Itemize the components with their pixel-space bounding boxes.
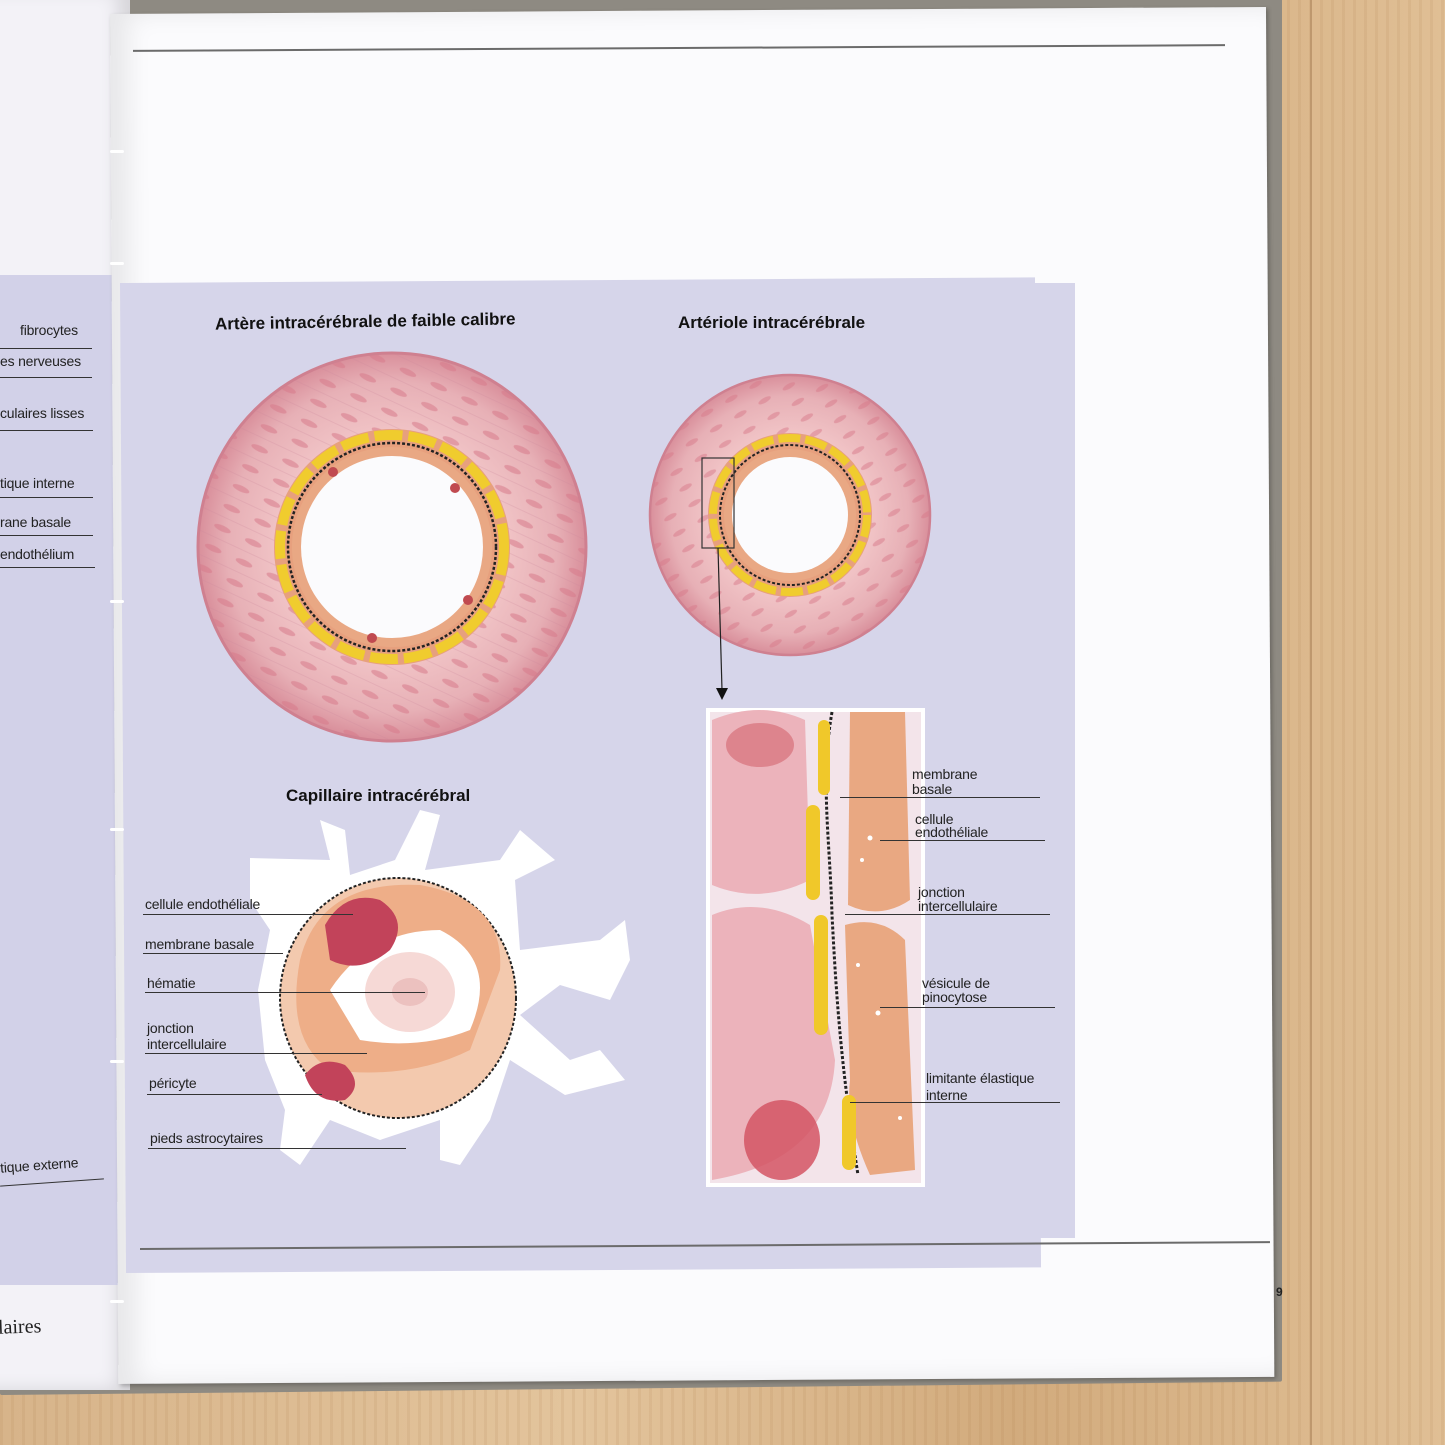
detail-label-line bbox=[850, 1102, 1060, 1103]
capillary-cross-section bbox=[250, 810, 630, 1165]
detail-label-line bbox=[880, 840, 1045, 841]
left-label-fibrocytes: fibrocytes bbox=[20, 322, 78, 338]
title-arteriole: Artériole intracérébrale bbox=[678, 313, 866, 332]
page-number: 9 bbox=[1276, 1285, 1283, 1299]
binding-stitch bbox=[110, 600, 124, 603]
binding-stitch bbox=[110, 1060, 124, 1063]
left-label-endothelium: endothélium bbox=[0, 546, 75, 562]
left-label-line bbox=[0, 497, 93, 498]
wood-plank-seam bbox=[1310, 0, 1312, 1445]
left-label-fibres-nerveuses: es nerveuses bbox=[0, 353, 81, 369]
binding-stitch bbox=[110, 1300, 124, 1303]
detail-label-interne: interne bbox=[926, 1087, 968, 1103]
label-cellule-endotheliale: cellule endothéliale bbox=[145, 896, 261, 912]
detail-label-limitante: limitante élastique bbox=[926, 1070, 1035, 1086]
binding-stitch bbox=[110, 262, 124, 265]
label-line bbox=[147, 1094, 322, 1095]
left-label-line bbox=[0, 567, 95, 568]
label-pieds-astrocytaires: pieds astrocytaires bbox=[150, 1130, 263, 1146]
label-line bbox=[143, 914, 353, 915]
left-label-line bbox=[0, 377, 92, 378]
detail-label-line bbox=[845, 914, 1050, 915]
left-label-line bbox=[0, 348, 92, 349]
left-label-limitante-interne: tique interne bbox=[0, 475, 75, 491]
illustration-panel-edge bbox=[1030, 283, 1075, 1238]
left-label-line bbox=[0, 535, 93, 536]
detail-label-jonction: jonction bbox=[918, 884, 965, 900]
label-line bbox=[148, 1148, 406, 1149]
detail-label-vesicule: vésicule de bbox=[922, 975, 990, 991]
arteriole-cross-section bbox=[648, 373, 932, 700]
detail-label-line bbox=[880, 1007, 1055, 1008]
left-label-cellules-musculaires: culaires lisses bbox=[0, 405, 85, 421]
detail-enlargement bbox=[706, 708, 925, 1187]
left-label-line bbox=[0, 430, 93, 431]
binding-stitch bbox=[110, 828, 124, 831]
label-membrane-basale: membrane basale bbox=[145, 936, 255, 952]
label-jonction: jonction bbox=[147, 1020, 194, 1036]
binding-stitch bbox=[110, 150, 124, 153]
label-line bbox=[143, 953, 283, 954]
label-pericyte: péricyte bbox=[149, 1075, 197, 1091]
title-capillaire: Capillaire intracérébral bbox=[286, 786, 471, 805]
chapter-title-fragment: laires bbox=[0, 1315, 42, 1339]
detail-label-intercellulaire: intercellulaire bbox=[918, 898, 998, 914]
left-page-panel bbox=[0, 275, 118, 1285]
detail-label-pinocytose: pinocytose bbox=[922, 989, 987, 1005]
detail-label-endotheliale: endothéliale bbox=[915, 824, 989, 840]
label-intercellulaire: intercellulaire bbox=[147, 1036, 227, 1052]
detail-label-membrane: membrane bbox=[912, 766, 978, 782]
left-label-membrane-basale: rane basale bbox=[0, 514, 71, 530]
detail-label-basale: basale bbox=[912, 781, 953, 797]
artery-cross-section bbox=[196, 351, 588, 743]
detail-label-line bbox=[840, 797, 1040, 798]
label-line bbox=[145, 992, 425, 993]
label-line bbox=[145, 1053, 367, 1054]
detail-label-cellule: cellule bbox=[915, 811, 954, 827]
label-hematie: hématie bbox=[147, 975, 196, 991]
